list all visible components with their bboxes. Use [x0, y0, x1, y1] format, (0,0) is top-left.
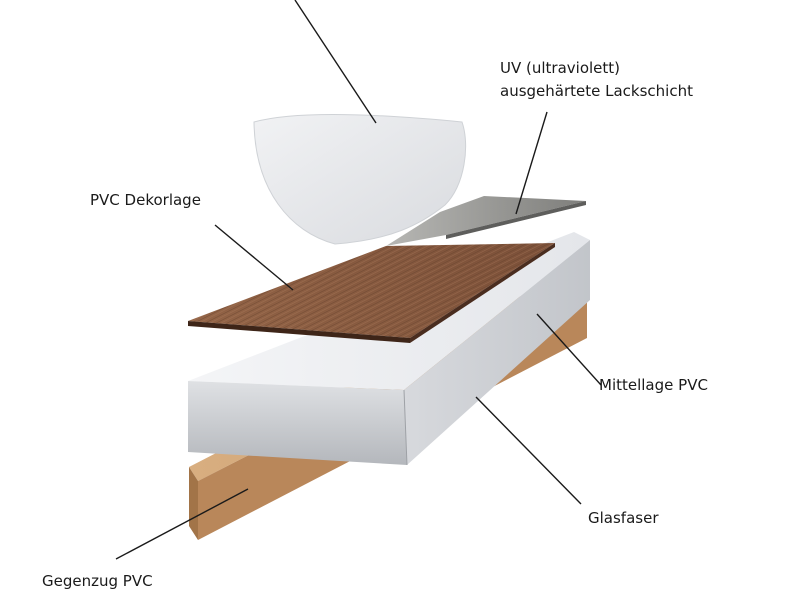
label-mittellage-pvc: Mittellage PVC [599, 376, 708, 394]
uv-layer-edge [446, 201, 586, 239]
label-gegenzug-pvc: Gegenzug PVC [42, 572, 153, 590]
leader-line-mittel [536, 313, 602, 386]
label-uv-lackschicht: UV (ultraviolett) ausgehärtete Lackschic… [500, 57, 693, 103]
mittellage-front-face [188, 381, 407, 465]
dekorlage-edge [188, 321, 410, 343]
uv-layer-top-face [386, 196, 586, 246]
leader-line-glas [475, 396, 582, 505]
peel-sheet [253, 114, 467, 245]
dekorlage-right-edge [410, 243, 555, 343]
dekorlage-top-face [188, 243, 555, 338]
label-pvc-dekorlage: PVC Dekorlage [90, 191, 201, 209]
dekorlage-layer [188, 243, 555, 343]
gegenzug-front-face [189, 467, 198, 540]
uv-layer [386, 196, 586, 246]
mittellage-side-face [404, 240, 590, 465]
leader-line-gegen [115, 488, 249, 560]
leader-lines [115, 0, 602, 560]
label-glasfaser: Glasfaser [588, 509, 659, 527]
leader-line-uv [515, 111, 548, 215]
label-uv-line-2: ausgehärtete Lackschicht [500, 82, 693, 100]
label-uv-line-1: UV (ultraviolett) [500, 59, 621, 77]
leader-line-dekor [214, 224, 294, 291]
leader-line-peel-sheet [294, 0, 377, 124]
peel-sheet-shape [253, 114, 467, 245]
